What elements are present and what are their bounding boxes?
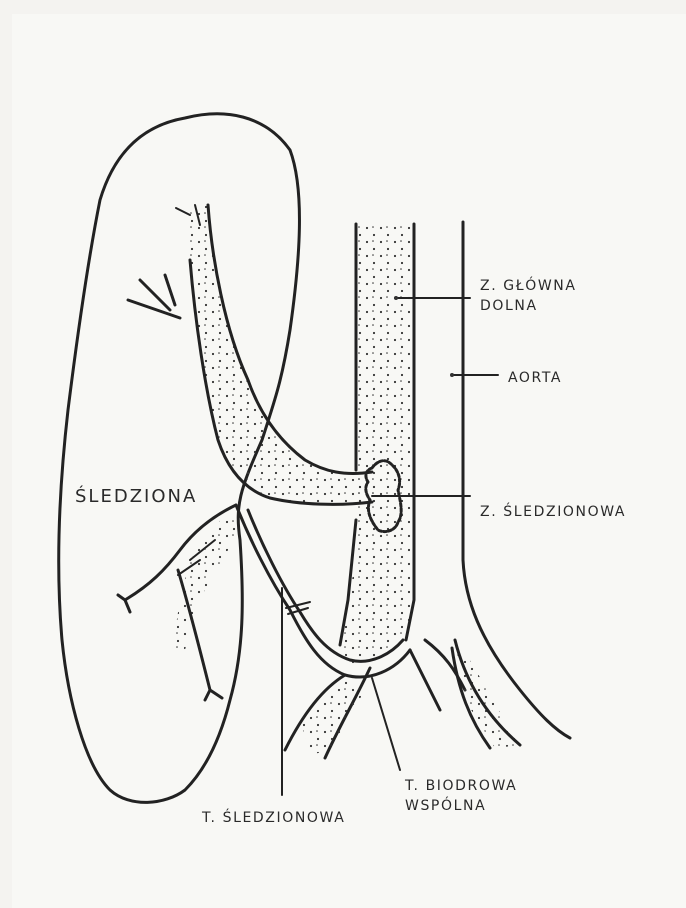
label-aorta: AORTA [508, 370, 562, 386]
label-splenic-vein: Z. ŚLEDZIONOWA [480, 502, 626, 520]
inferior-vena-cava [340, 224, 414, 670]
label-ivc-line1: Z. GŁÓWNA [480, 276, 577, 294]
label-splenic-artery: T. ŚLEDZIONOWA [201, 808, 345, 826]
leader-ivc-dot [394, 296, 398, 300]
label-ivc-line2: DOLNA [480, 298, 538, 314]
label-iliac-line2: WSPÓLNA [405, 796, 486, 814]
leader-aorta-dot [450, 373, 454, 377]
vein-branch-left [128, 275, 180, 318]
label-iliac-line1: T. BIODROWA [404, 778, 517, 794]
label-spleen: ŚLEDZIONA [75, 485, 197, 507]
iliac-left-stipple [300, 680, 365, 755]
splenic-vein [190, 205, 374, 504]
leader-iliac [372, 678, 400, 770]
iliac-right-stipple [455, 640, 520, 748]
